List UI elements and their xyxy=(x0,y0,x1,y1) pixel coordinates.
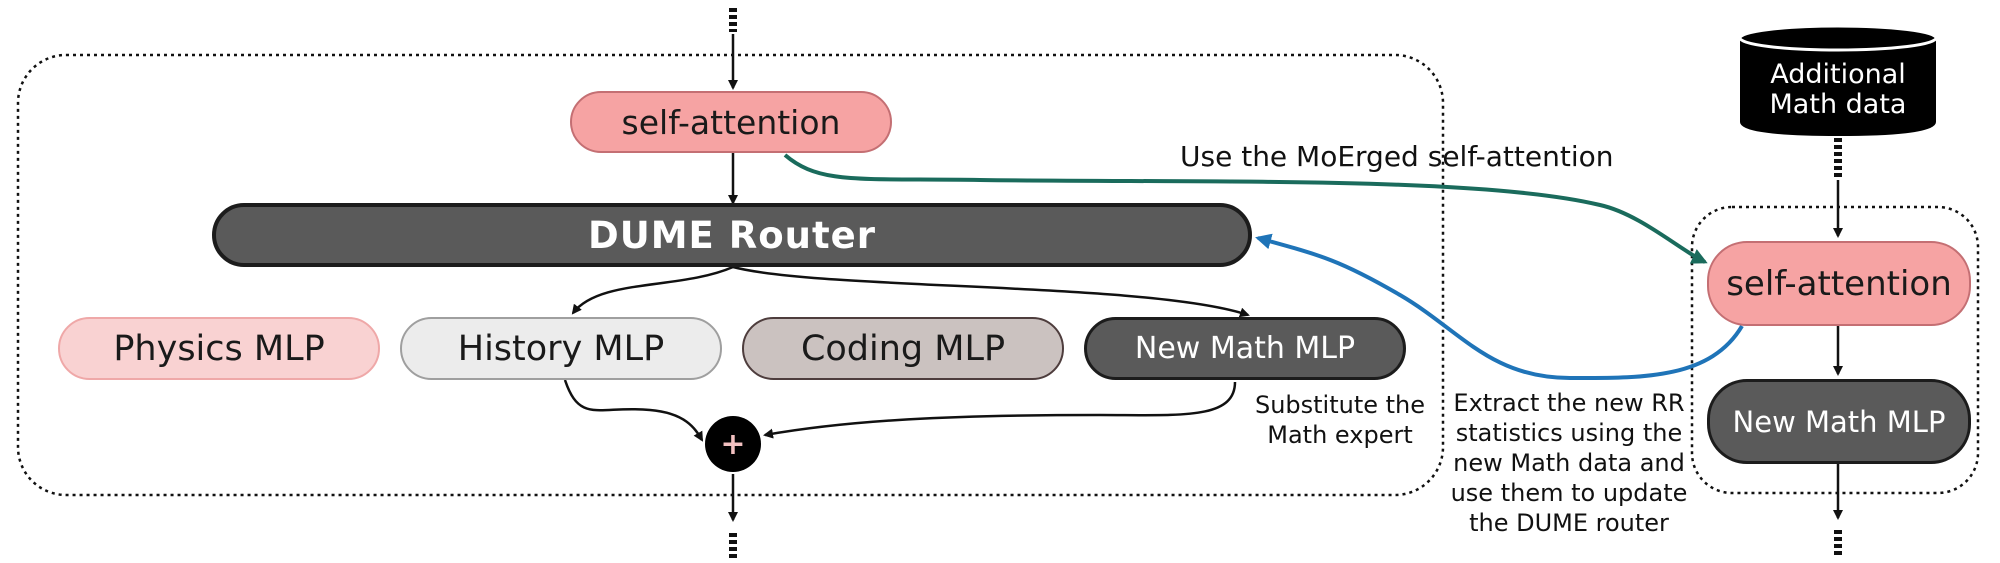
update-router-arrow xyxy=(1255,233,1744,381)
expert-label: History MLP xyxy=(457,328,665,369)
data-source-label: Additional Math data xyxy=(1769,59,1907,120)
router-to-history-arrow xyxy=(571,265,734,315)
expert-label: Coding MLP xyxy=(800,328,1006,369)
physics-mlp-expert: Physics MLP xyxy=(58,317,380,380)
merge-arrow-label: Use the MoErged self-attention xyxy=(1180,140,1614,173)
new-math-mlp-expert: New Math MLP xyxy=(1084,317,1406,380)
update-router-note: Extract the new RR statistics using the … xyxy=(1450,389,1688,537)
side-new-math-mlp: New Math MLP xyxy=(1707,379,1971,464)
substitute-note: Substitute the Math expert xyxy=(1254,391,1426,449)
side-block-outline xyxy=(1690,205,1980,495)
sum-node: + xyxy=(705,416,761,472)
history-mlp-expert: History MLP xyxy=(400,317,722,380)
expert-label: New Math MLP xyxy=(1134,331,1356,366)
database-icon xyxy=(1738,24,1938,136)
router-label: DUME Router xyxy=(587,213,876,257)
newmath-to-sum-arrow xyxy=(763,381,1237,439)
main-block-outline xyxy=(16,53,1445,497)
expert-label: Physics MLP xyxy=(113,328,325,369)
new-math-mlp-label: New Math MLP xyxy=(1732,404,1946,439)
self-attention-block: self-attention xyxy=(570,91,892,153)
dume-router: DUME Router xyxy=(212,203,1252,267)
self-attention-label: self-attention xyxy=(1726,263,1952,304)
side-self-attention-block: self-attention xyxy=(1707,241,1971,326)
history-to-sum-arrow xyxy=(563,379,704,442)
coding-mlp-expert: Coding MLP xyxy=(742,317,1064,380)
merge-attention-arrow xyxy=(783,153,1708,264)
router-to-newmath-arrow xyxy=(732,265,1250,318)
self-attention-label: self-attention xyxy=(621,102,841,142)
sum-symbol: + xyxy=(720,426,746,462)
